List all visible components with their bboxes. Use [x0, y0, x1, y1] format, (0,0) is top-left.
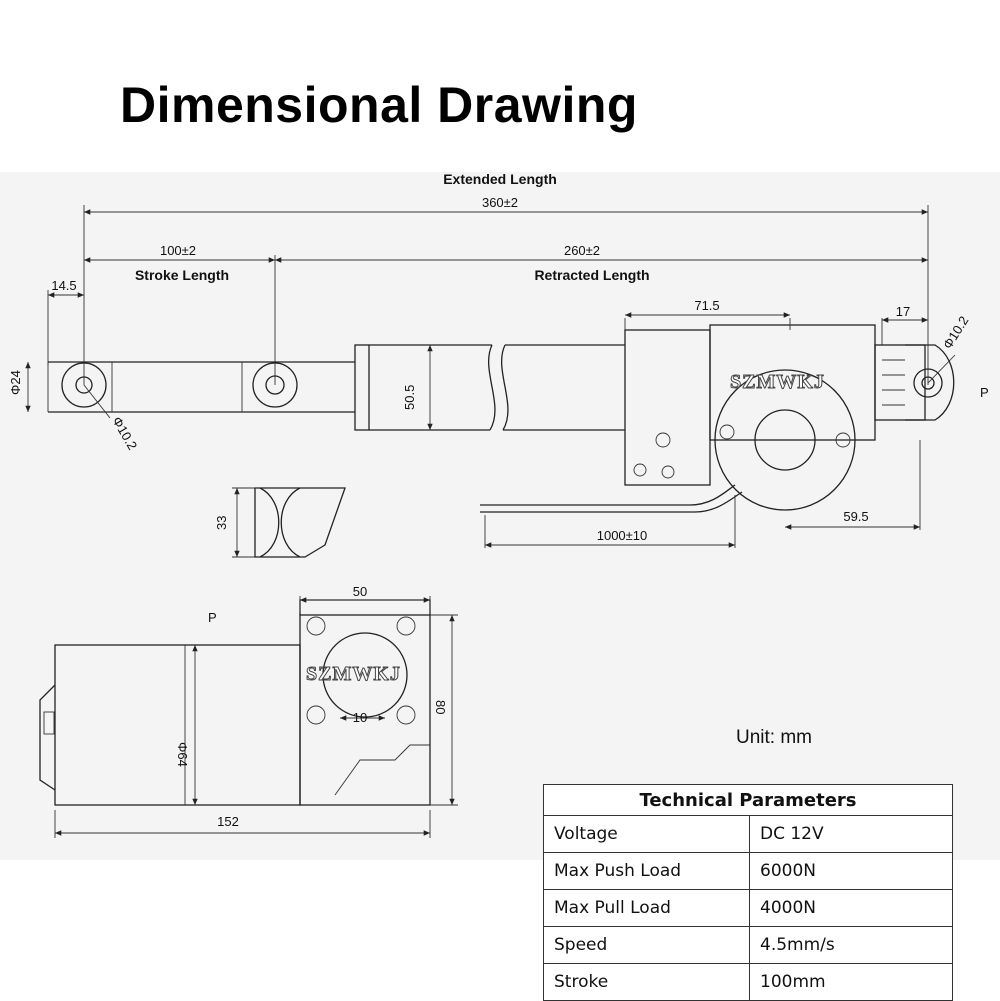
- motor-offset: 59.5: [843, 509, 868, 524]
- param-value: 6000N: [749, 852, 953, 890]
- shaft-width: 10: [353, 710, 367, 725]
- front-hole-diameter: Φ10.2: [109, 414, 140, 452]
- param-value: DC 12V: [749, 815, 953, 853]
- extended-length-value: 360±2: [482, 195, 518, 210]
- power-cable: 1000±10 59.5: [480, 440, 921, 548]
- view-mark-left: P: [208, 610, 217, 625]
- technical-parameters-table: Technical Parameters Voltage DC 12V Max …: [543, 784, 953, 1001]
- param-label: Stroke: [543, 963, 750, 1001]
- cable-length: 1000±10: [597, 528, 648, 543]
- table-row: Stroke 100mm: [543, 963, 953, 1001]
- watermark-top: SZMWKJ: [730, 371, 825, 393]
- stroke-label: Stroke Length: [135, 267, 229, 283]
- retracted-value: 260±2: [564, 243, 600, 258]
- table-row: Max Push Load 6000N: [543, 852, 953, 890]
- retracted-label: Retracted Length: [534, 267, 649, 283]
- param-label: Max Pull Load: [543, 889, 750, 927]
- param-label: Voltage: [543, 815, 750, 853]
- extended-length-dimension: Extended Length 360±2: [83, 172, 929, 385]
- clevis-detail-view: 33: [214, 487, 346, 558]
- param-value: 4.5mm/s: [749, 926, 953, 964]
- rear-hole-diameter: Φ10.2: [940, 313, 972, 351]
- actuator-rod: Φ10.2 Φ24: [8, 361, 355, 452]
- watermark-bottom: SZMWKJ: [306, 663, 401, 685]
- drawing-sheet: Extended Length 360±2 100±2 Stroke Lengt…: [0, 172, 1000, 1001]
- param-value: 4000N: [749, 889, 953, 927]
- outer-tube: 50.5: [354, 344, 625, 431]
- table-header-row: Technical Parameters: [543, 784, 953, 816]
- clevis-width: 33: [214, 516, 229, 530]
- retracted-length-dimension: 260±2 Retracted Length: [275, 243, 928, 283]
- stroke-value: 100±2: [160, 243, 196, 258]
- tube-height: 50.5: [402, 385, 417, 410]
- gearbox-length: 71.5: [694, 298, 719, 313]
- flange-width: 50: [353, 584, 367, 599]
- param-label: Max Push Load: [543, 852, 750, 890]
- table-heading: Technical Parameters: [543, 784, 953, 816]
- rear-offset: 17: [896, 304, 910, 319]
- stroke-length-dimension: 100±2 Stroke Length: [84, 243, 276, 385]
- param-label: Speed: [543, 926, 750, 964]
- gearbox-side-view: 71.5 17 Φ10.2 P SZMWKJ: [624, 298, 989, 511]
- extended-length-label: Extended Length: [443, 172, 557, 187]
- flange-height: 80: [433, 700, 448, 714]
- unit-label: Unit: mm: [736, 727, 812, 748]
- param-value: 100mm: [749, 963, 953, 1001]
- end-offset-dimension: 14.5: [47, 278, 84, 365]
- table-row: Voltage DC 12V: [543, 815, 953, 853]
- dimensional-drawing: Extended Length 360±2 100±2 Stroke Lengt…: [8, 172, 989, 838]
- view-mark-right: P: [980, 385, 989, 400]
- motor-top-view: Φ64 50 80 10 152 P SZMWKJ: [39, 584, 458, 838]
- end-offset-value: 14.5: [51, 278, 76, 293]
- motor-length: 152: [217, 814, 239, 829]
- rod-diameter: Φ24: [8, 370, 23, 395]
- table-row: Max Pull Load 4000N: [543, 889, 953, 927]
- motor-diameter: Φ64: [175, 742, 190, 767]
- table-row: Speed 4.5mm/s: [543, 926, 953, 964]
- page-title: Dimensional Drawing: [120, 77, 638, 133]
